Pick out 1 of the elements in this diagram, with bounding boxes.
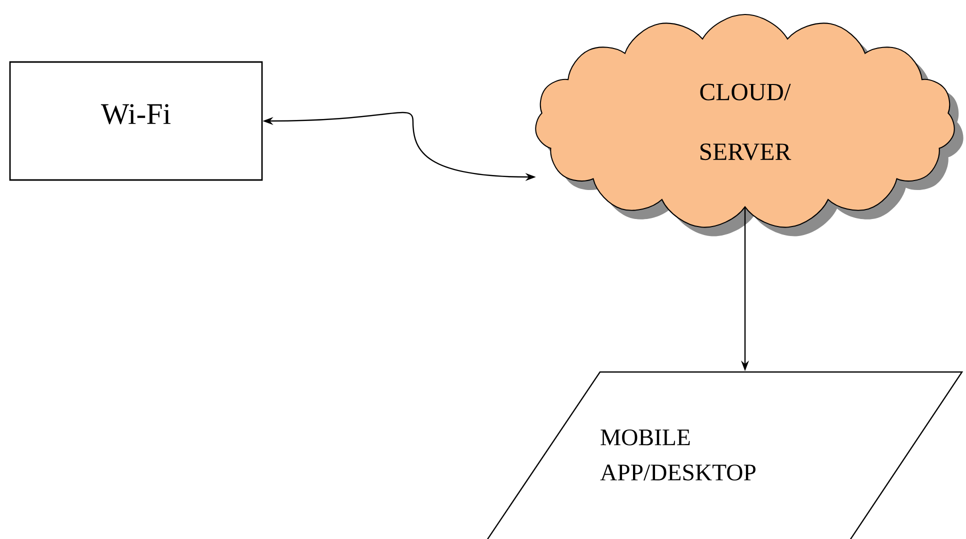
wifi-box: Wi-Fi: [9, 61, 263, 181]
